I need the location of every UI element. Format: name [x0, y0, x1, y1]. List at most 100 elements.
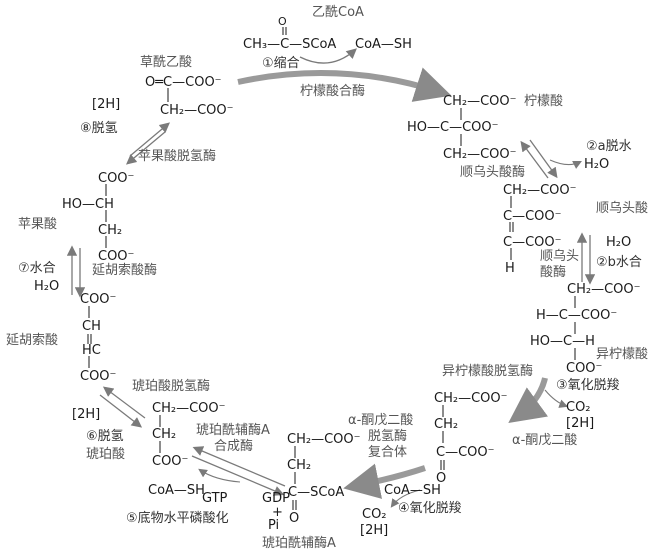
malate-line4: COO⁻ [98, 249, 135, 264]
succinyl-line2: CH₂ [287, 458, 312, 473]
cis-aconitate-name: 顺乌头酸 [596, 201, 649, 216]
enzyme-succinyl-synthetase-2: 合成酶 [214, 439, 254, 454]
enzyme-citrate-synthase: 柠檬酸合酶 [300, 84, 366, 99]
step3-2h: [2H] [566, 416, 595, 431]
aconitate-line3: C—COO⁻ [503, 235, 562, 250]
acetyl-coa-o: O [278, 15, 287, 28]
isocitrate-line1: CH₂—COO⁻ [567, 282, 641, 297]
acetyl-coa-formula: CH₃—C—SCoA [243, 37, 337, 52]
succinate-line1: CH₂—COO⁻ [152, 401, 226, 416]
step4-2h: [2H] [360, 523, 389, 538]
arrow-isocitrate-dh [508, 377, 548, 424]
step5-gtp: GTP [202, 491, 228, 506]
step4-label: ④氧化脱羧 [398, 501, 462, 516]
akg-name: α-酮戊二酸 [512, 433, 578, 448]
step5-pi: Pi [268, 518, 280, 533]
step6-label: ⑥脱氢 [86, 429, 124, 444]
fumarate-name: 延胡索酸 [6, 333, 59, 348]
akg-line3: C—COO⁻ [436, 445, 495, 460]
enzyme-aconitase-2a: 顺乌头 [540, 249, 580, 264]
akg-line4: O [436, 471, 447, 486]
succinate-name: 琥珀酸 [86, 447, 126, 462]
step5-label: ⑤底物水平磷酸化 [126, 511, 229, 526]
acetyl-coa-name: 乙酰CoA [312, 5, 364, 20]
step5-plus: + [272, 505, 283, 520]
step8-label: ⑧脱氢 [80, 121, 118, 136]
arrow-2a-back [520, 140, 549, 179]
arrow-acetyl-coa-in [299, 48, 357, 64]
succinyl-line4: O [289, 511, 300, 526]
step5-coa-sh: CoA—SH [148, 483, 205, 498]
step6-2h: [2H] [72, 407, 101, 422]
oxaloacetate-line2: CH₂—COO⁻ [160, 103, 234, 118]
arrow-4-coa [390, 489, 421, 508]
step2b-label: ②b水合 [596, 255, 642, 270]
citrate-line2: HO—C—COO⁻ [407, 120, 499, 135]
citrate-name: 柠檬酸 [524, 94, 564, 109]
akg-line1: CH₂—COO⁻ [434, 391, 508, 406]
arrow-5-gtp [198, 468, 241, 483]
arrow-akg-dh [343, 463, 426, 499]
enzyme-succinate-dh: 琥珀酸脱氢酶 [132, 379, 211, 394]
enzyme-succinyl-synthetase-1: 琥珀酰辅酶A [196, 423, 270, 438]
malate-line2: HO—CH [62, 197, 114, 212]
coa-sh-top: CoA—SH [355, 37, 412, 52]
oxaloacetate-name: 草酰乙酸 [140, 55, 193, 70]
enzyme-akg-dh-2: 脱氢酶 [368, 429, 408, 444]
enzyme-isocitrate-dh: 异柠檬酸脱氢酶 [442, 364, 534, 379]
step7-label: ⑦水合 [18, 261, 56, 276]
step3-co2: CO₂ [566, 400, 591, 415]
isocitrate-line3: HO—C—H [530, 334, 595, 349]
malate-line3: CH₂ [98, 223, 123, 238]
step3-label: ③氧化脱羧 [556, 378, 620, 393]
isocitrate-line4: COO⁻ [566, 361, 603, 376]
step2b-water: H₂O [606, 235, 632, 250]
citrate-line1: CH₂—COO⁻ [443, 94, 517, 109]
succinate-line2: CH₂ [152, 427, 177, 442]
enzyme-fumarase: 延胡索酸酶 [92, 263, 158, 278]
step1-label: ①缩合 [262, 56, 300, 71]
succinyl-coa-name: 琥珀酰辅酶A [262, 536, 336, 551]
step8-2h: [2H] [92, 97, 121, 112]
arrow-8-forward [129, 122, 170, 157]
akg-line2: CH₂ [434, 417, 459, 432]
fumarate-line3: HC [82, 343, 101, 358]
arrow-2a-water [549, 159, 582, 169]
step5-gdp: GDP [262, 491, 290, 506]
enzyme-akg-dh-3: 复合体 [368, 445, 408, 460]
arrow-2a-forward [529, 139, 558, 179]
step7-water: H₂O [34, 279, 60, 294]
arrow-5-back [191, 455, 285, 496]
malate-name: 苹果酸 [18, 217, 58, 232]
enzyme-aconitase-2b: 酸酶 [540, 265, 567, 280]
aconitate-line2: C—COO⁻ [503, 209, 562, 224]
fumarate-line4: COO⁻ [80, 369, 117, 384]
fumarate-line1: COO⁻ [80, 292, 117, 307]
step2a-water: H₂O [584, 157, 610, 172]
malate-line1: COO⁻ [98, 171, 135, 186]
step2a-label: ②a脱水 [586, 139, 632, 154]
oxaloacetate-line1: O═C—COO⁻ [145, 75, 222, 90]
arrow-5-forward [192, 446, 286, 487]
succinate-line3: COO⁻ [152, 454, 189, 469]
arrow-6-back [99, 394, 143, 428]
arrow-6-forward [102, 386, 146, 419]
fumarate-line2: CH [82, 319, 101, 334]
isocitrate-name: 异柠檬酸 [596, 347, 649, 362]
succinyl-line3: C—SCoA [288, 485, 345, 500]
arrow-3-co2 [544, 389, 569, 408]
step4-coa-sh: CoA—SH [384, 483, 441, 498]
aconitate-line1: CH₂—COO⁻ [503, 183, 577, 198]
arrow-citrate-synthase [237, 67, 452, 102]
arrow-8-back [126, 131, 166, 165]
citrate-line3: CH₂—COO⁻ [443, 147, 517, 162]
step4-co2: CO₂ [362, 507, 387, 522]
enzyme-malate-dh: 苹果酸脱氢酶 [138, 149, 217, 164]
isocitrate-line2: H—C—COO⁻ [536, 308, 618, 323]
succinyl-line1: CH₂—COO⁻ [287, 432, 361, 447]
aconitate-line4: H [505, 261, 515, 276]
enzyme-aconitase-1: 顺乌头酸酶 [460, 165, 526, 180]
enzyme-akg-dh-1: α-酮戊二酸 [348, 413, 414, 428]
